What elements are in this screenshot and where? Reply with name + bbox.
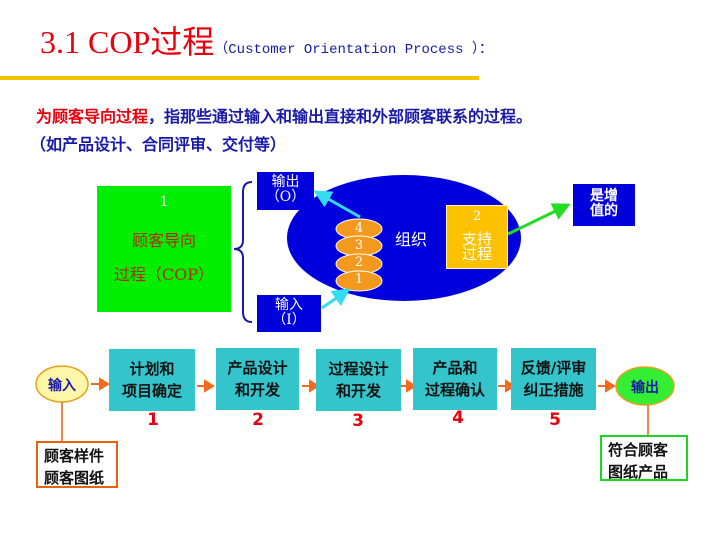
input-note-box: 顾客样件 顾客图纸: [36, 441, 118, 488]
flow-step-line1: 计划和: [129, 360, 175, 378]
stage-oval-label: 3: [354, 238, 364, 253]
flow-output-ellipse: [615, 366, 675, 406]
flow-step-number: 2: [252, 410, 264, 430]
support-label-line1: 支持: [461, 230, 492, 248]
title-main: 3.1 COP过程: [40, 24, 215, 60]
input-arrow: [321, 288, 351, 310]
input-note-line1: 顾客样件: [44, 447, 105, 465]
cop-label-line2: 过程（COP）: [113, 265, 215, 284]
flow-step-line1: 反馈/评审: [520, 359, 587, 377]
support-label: 支持 过程: [447, 232, 507, 262]
flow-step-5: 反馈/评审 纠正措施: [511, 348, 596, 410]
flow-input-label: 输入: [48, 378, 76, 394]
intro-definition: 为顾客导向过程，指那些通过输入和输出直接和外部顾客联系的过程。: [36, 103, 532, 127]
flow-step-3: 过程设计 和开发: [316, 349, 401, 411]
stage-oval-label: 2: [354, 255, 364, 270]
title-underline: [0, 76, 479, 80]
flow-arrow-6: [598, 379, 616, 393]
stage-oval-label: 4: [354, 221, 364, 236]
output-label-line2: （O）: [265, 189, 306, 205]
stage-oval-label: 1: [354, 272, 364, 287]
intro-text: ，指那些通过输入和输出直接和外部顾客联系的过程。: [148, 107, 533, 126]
flow-arrows: [91, 377, 616, 393]
flow-arrow-2: [197, 379, 215, 393]
flow-step-2: 产品设计 和开发: [216, 348, 299, 410]
output-note-line1: 符合顾客: [608, 441, 669, 459]
stage-ovals: [335, 218, 383, 292]
input-note-line2: 顾客图纸: [44, 469, 105, 487]
flow-step-number: 1: [147, 410, 159, 430]
input-label-box: 输入 （I）: [257, 295, 321, 332]
flow-step-line2: 纠正措施: [523, 381, 584, 399]
output-note-line2: 图纸产品: [608, 463, 669, 481]
cop-label-line1: 顾客导向: [131, 231, 196, 250]
output-label-box: 输出 （O）: [257, 172, 314, 210]
flow-arrow-1: [91, 377, 110, 391]
support-number: 2: [472, 209, 482, 224]
input-label-line2: （I）: [272, 312, 306, 328]
cop-number: 1: [159, 194, 169, 210]
flow-step-number: 4: [452, 408, 464, 428]
flow-step-number: 5: [549, 410, 561, 430]
intro-highlight: 为顾客导向过程: [36, 107, 149, 126]
organization-label: 组织: [395, 230, 428, 249]
output-label-line1: 输出: [271, 174, 300, 190]
page-title: 3.1 COP过程（Customer Orientation Process ）…: [40, 22, 493, 70]
flow-step-line1: 产品和: [432, 359, 478, 377]
flow-output-label: 输出: [631, 380, 659, 396]
flow-step-4: 产品和 过程确认: [413, 348, 497, 410]
flow-step-line1: 产品设计: [227, 359, 288, 377]
flow-step-line1: 过程设计: [328, 360, 389, 378]
value-arrow: [507, 203, 571, 236]
output-note-box: 符合顾客 图纸产品: [600, 435, 688, 481]
intro-examples: （如产品设计、合同评审、交付等）: [30, 135, 287, 154]
title-colon: ：: [478, 42, 493, 58]
flow-step-line2: 项目确定: [121, 382, 182, 400]
value-added-line2: 值的: [590, 203, 618, 219]
curly-bracket: [233, 181, 253, 323]
flow-step-number: 3: [352, 411, 364, 431]
flow-step-line2: 和开发: [335, 382, 381, 400]
input-label-line1: 输入: [275, 297, 303, 313]
flow-step-line2: 过程确认: [424, 381, 485, 399]
value-added-line1: 是增: [590, 188, 618, 204]
value-added-box: 是增 值的: [573, 184, 635, 226]
support-label-line2: 过程: [461, 245, 492, 263]
flow-step-line2: 和开发: [234, 381, 280, 399]
flow-step-1: 计划和 项目确定: [109, 349, 195, 411]
stage-oval-labels: 4 3 2 1: [348, 220, 370, 288]
support-process-box: 2 支持 过程: [446, 205, 508, 269]
title-subtitle: （Customer Orientation Process ）: [214, 42, 479, 58]
output-arrow: [313, 190, 361, 219]
cop-process-box: 1 顾客导向 过程（COP）: [97, 186, 231, 312]
stage-oval-1: [335, 270, 383, 292]
